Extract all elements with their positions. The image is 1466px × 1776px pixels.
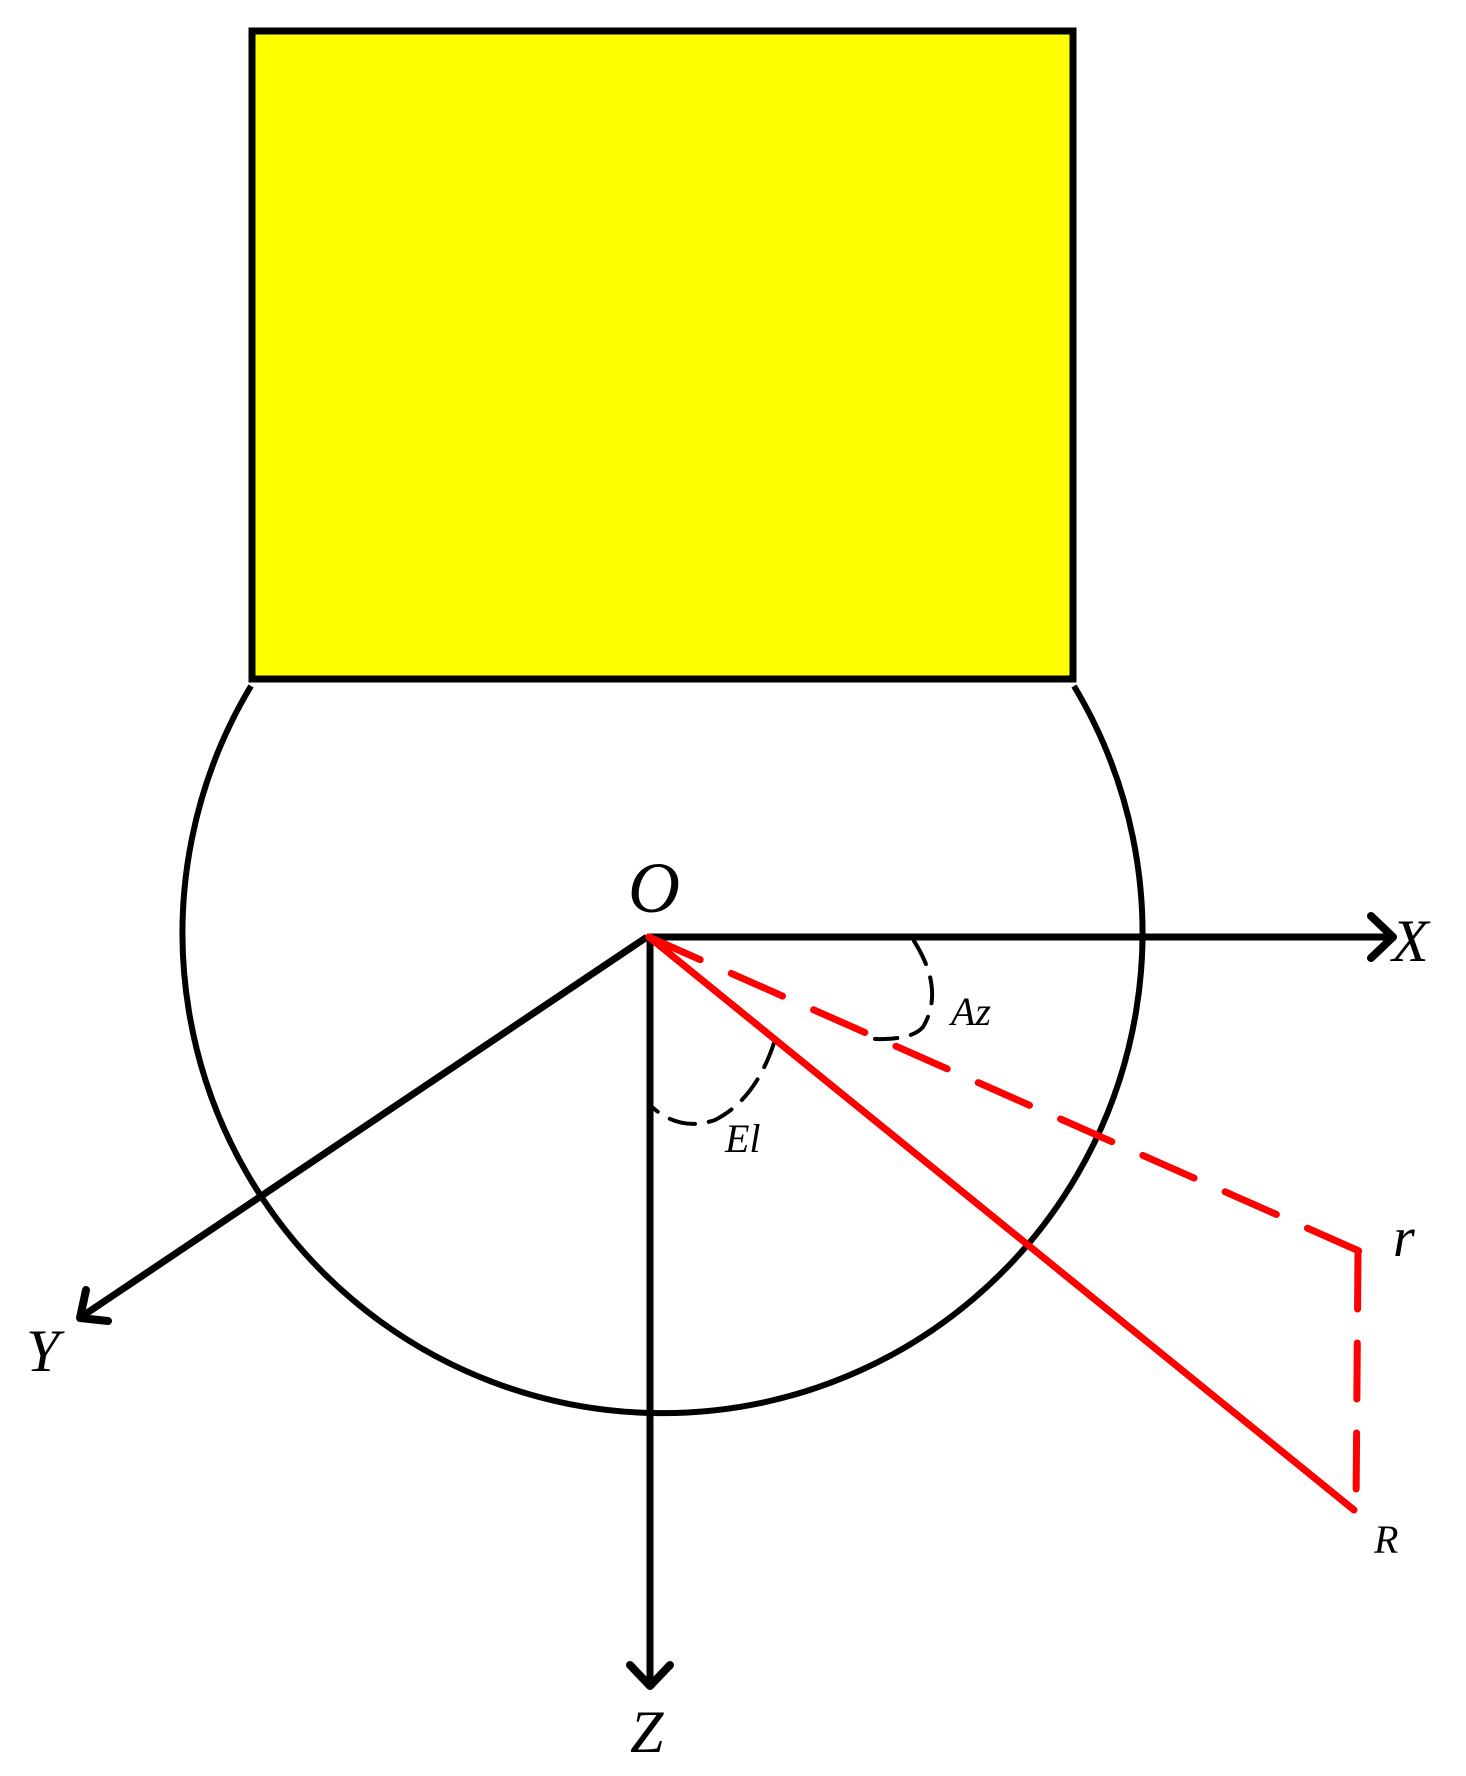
origin-label: O <box>628 848 680 928</box>
y-axis-label: Y <box>26 1318 65 1384</box>
point-r-label: r <box>1393 1207 1415 1269</box>
z-axis <box>626 937 674 1690</box>
x-axis-arrowhead-icon <box>1367 912 1397 962</box>
range-vector-R <box>645 933 1358 1514</box>
y-axis-arrowhead-icon <box>76 1286 112 1325</box>
x-axis <box>647 912 1397 962</box>
projection-drop-line <box>1352 1249 1362 1514</box>
z-axis-label: Z <box>630 1699 664 1765</box>
projection-vector-r <box>645 933 1363 1255</box>
azimuth-label: Az <box>948 989 991 1034</box>
y-axis <box>76 934 649 1325</box>
azimuth-arc <box>873 939 935 1042</box>
point-R-label: R <box>1373 1517 1398 1562</box>
z-axis-arrowhead-icon <box>626 1661 674 1690</box>
sphere-outline <box>179 684 1146 1417</box>
elevation-label: El <box>724 1116 761 1161</box>
x-axis-label: X <box>1390 908 1431 974</box>
elevation-arc <box>650 1041 776 1126</box>
yellow-body <box>248 27 1077 683</box>
